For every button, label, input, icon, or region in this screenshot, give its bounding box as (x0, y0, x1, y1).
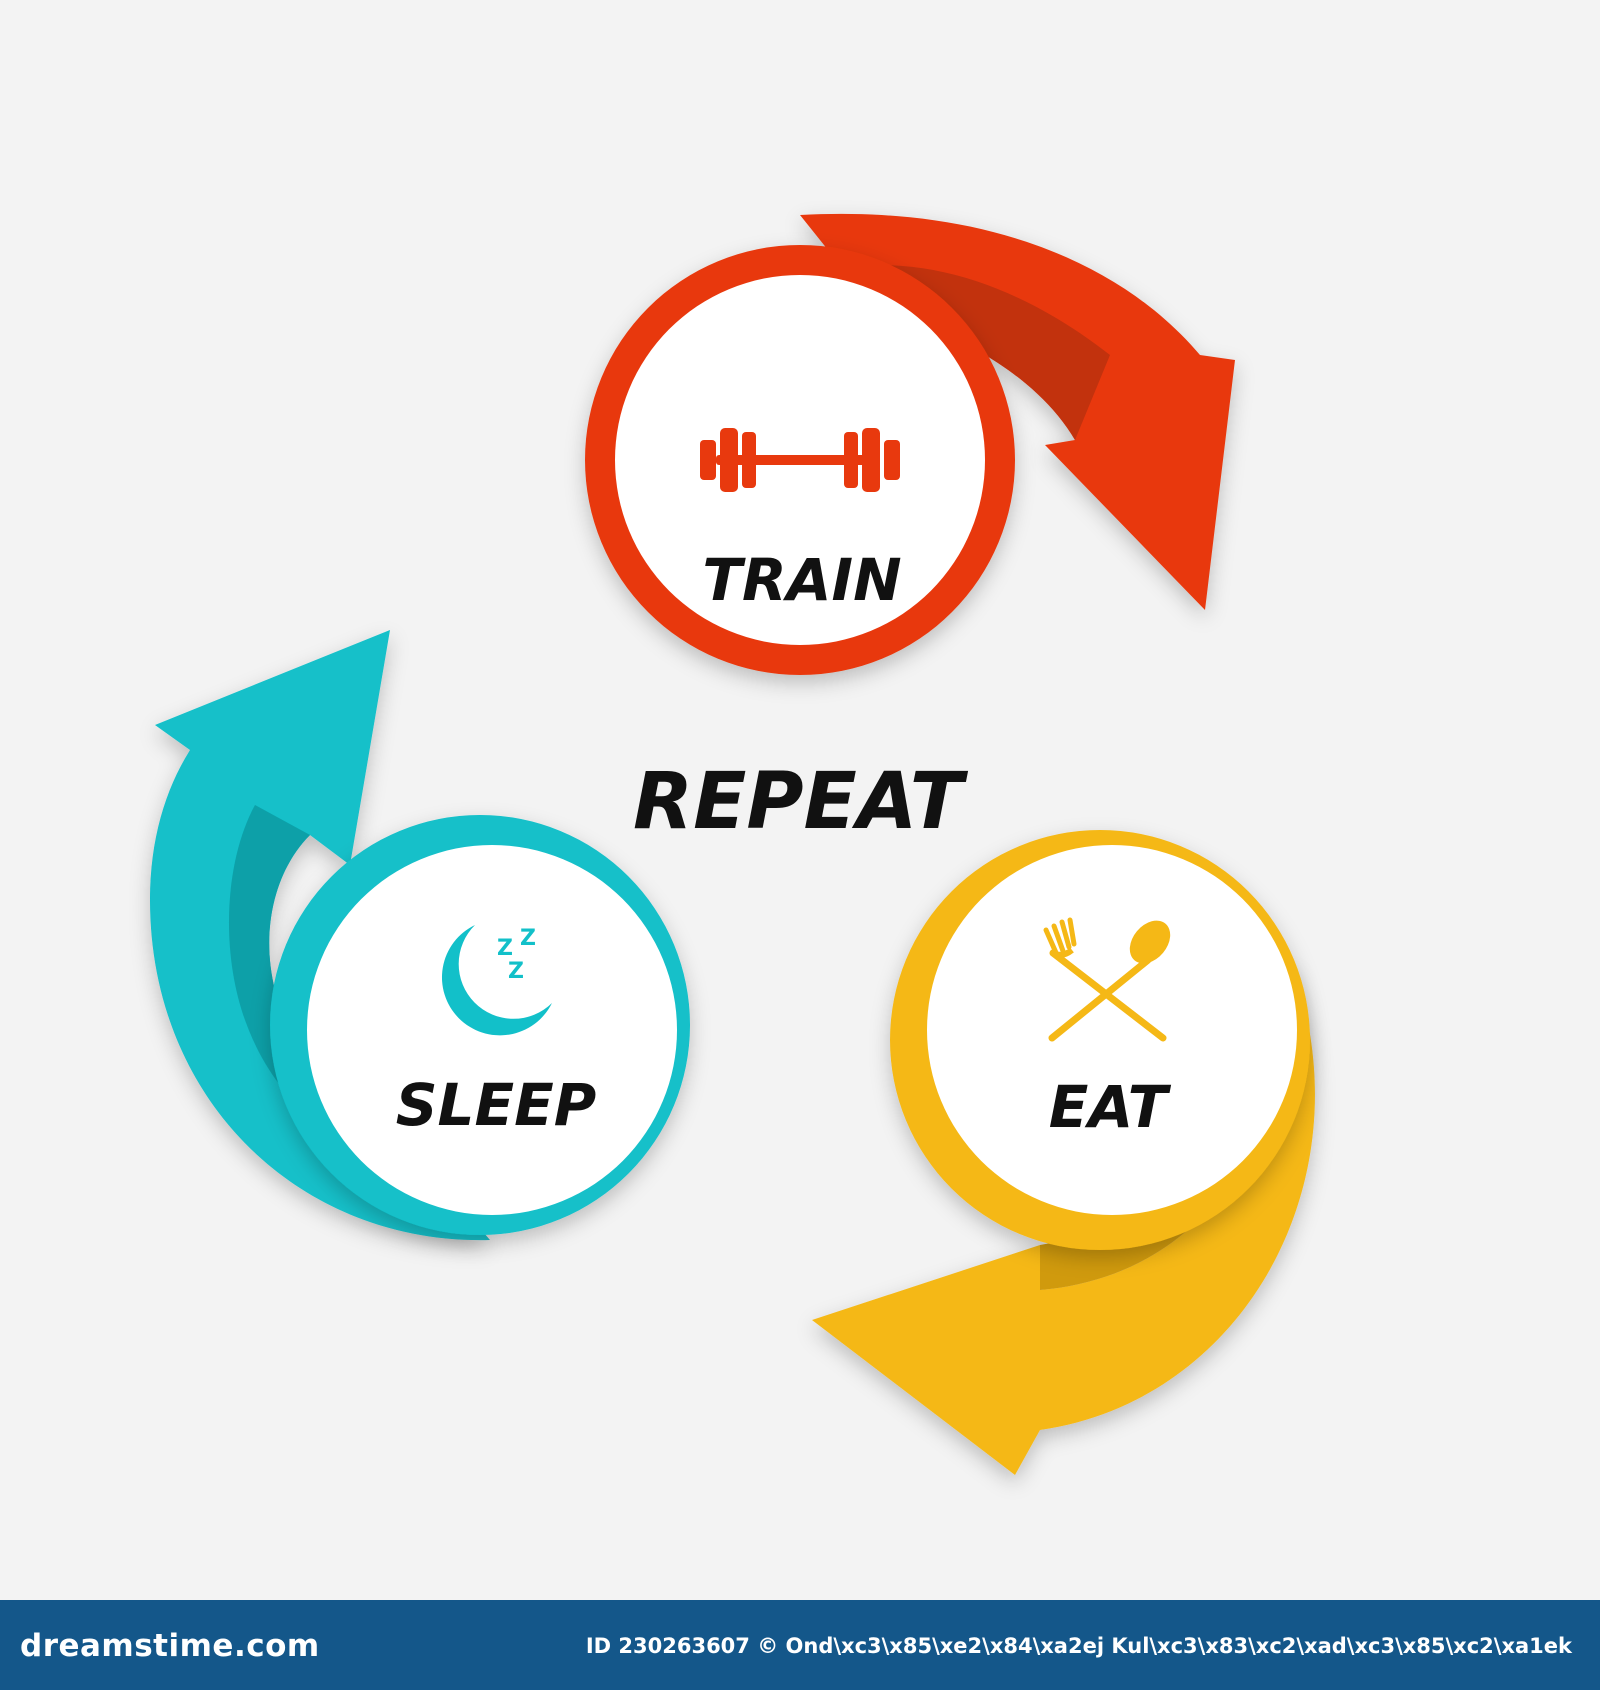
fork-spoon-icon (1043, 917, 1171, 1042)
sleep-arrow (150, 630, 490, 1241)
zzz-text: Z (497, 936, 513, 961)
footer-bar: dreamstime.com ID 230263607 © Ond\xc3\x8… (0, 1600, 1600, 1690)
repeat-label: REPEAT (633, 757, 969, 847)
cycle-diagram: TRAIN EAT Z Z Z SLEEP REPEAT (150, 213, 1315, 1475)
zzz-text: Z (508, 959, 524, 984)
zzz-text: Z (520, 926, 536, 951)
barbell-icon (700, 428, 900, 492)
train-label: TRAIN (702, 546, 901, 614)
footer-brand[interactable]: dreamstime.com (20, 1628, 320, 1664)
moon-zzz-icon: Z Z Z (441, 925, 552, 1036)
eat-circle (890, 830, 1310, 1250)
eat-label: EAT (1049, 1073, 1172, 1141)
footer-credit: ID 230263607 © Ond\xc3\x85\xe2\x84\xa2ej… (585, 1634, 1572, 1658)
sleep-label: SLEEP (396, 1071, 596, 1139)
